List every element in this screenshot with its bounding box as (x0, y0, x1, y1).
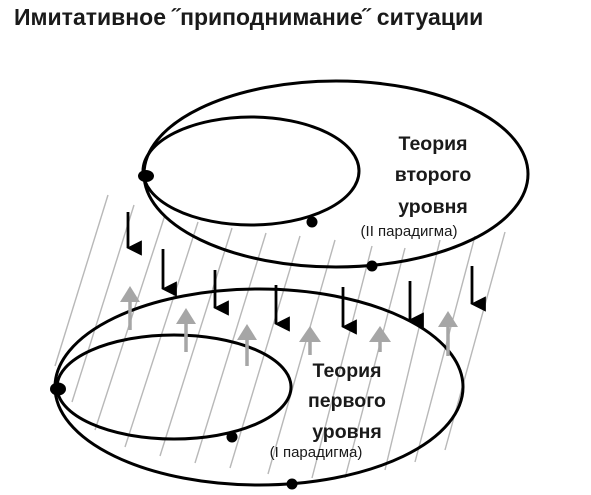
upper-label-line1: Теория (399, 133, 468, 155)
upper-label-line2: второго (395, 164, 472, 186)
upper-paradigm-label: (II парадигма) (361, 223, 458, 240)
upper-outer-point (366, 260, 378, 272)
lower-outer-ellipse (53, 287, 465, 487)
upper-touch-point (138, 170, 154, 182)
upper-label-line3: уровня (398, 196, 468, 218)
lower-theory-ellipses (53, 287, 465, 487)
lower-points (50, 382, 298, 490)
up-arrow (176, 308, 196, 352)
upper-label: Теория второго уровня (II парадигма) (361, 133, 472, 240)
upper-inner-point (306, 216, 318, 228)
upper-inner-ellipse (141, 115, 361, 227)
up-arrow (299, 326, 321, 355)
up-arrow (369, 326, 391, 352)
lower-label-line3: уровня (312, 421, 382, 443)
up-arrow (237, 324, 257, 366)
lower-paradigm-label: (I парадигма) (270, 444, 363, 461)
lower-inner-ellipse (55, 333, 293, 441)
lower-label-line2: первого (308, 390, 386, 412)
up-arrow (120, 286, 140, 330)
lower-touch-point (50, 382, 66, 396)
upper-points (138, 170, 378, 272)
down-arrows (126, 212, 486, 335)
lower-inner-point (226, 431, 238, 443)
lower-outer-point (286, 478, 298, 490)
up-arrows (120, 286, 458, 366)
diagram-title: Имитативное ˝приподнимание˝ ситуации (14, 4, 484, 30)
lower-label-line1: Теория (313, 360, 382, 382)
lower-label: Теория первого уровня (I парадигма) (270, 360, 386, 461)
up-arrow (438, 311, 458, 356)
